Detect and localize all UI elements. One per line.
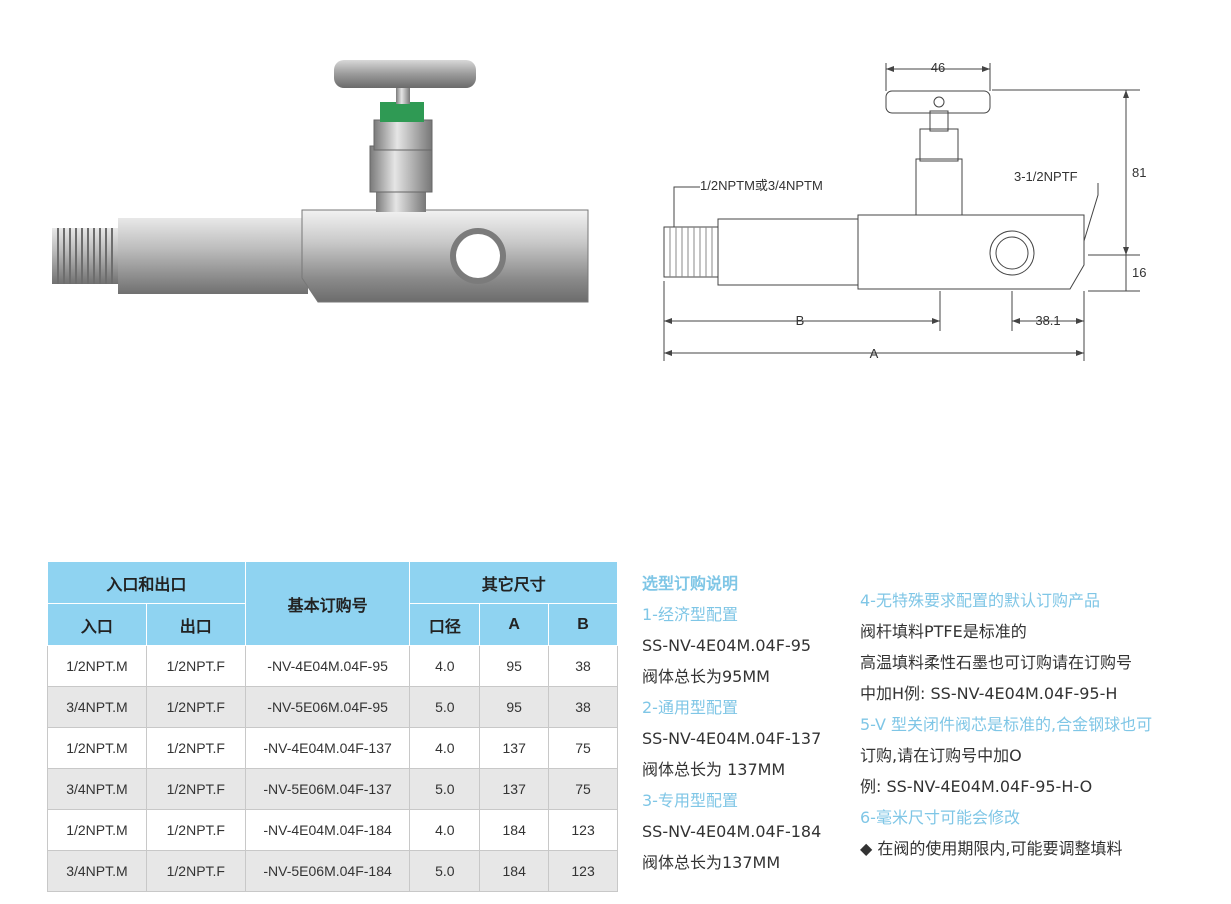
cell-inlet: 3/4NPT.M [47, 768, 147, 810]
note-line: 高温填料柔性石墨也可订购请在订购号 [860, 653, 1133, 672]
cell-order: -NV-4E04M.04F-95 [244, 645, 411, 687]
note-line: 中加H例: SS-NV-4E04M.04F-95-H [860, 684, 1118, 703]
cell-outlet: 1/2NPT.F [145, 809, 246, 851]
note-line: SS-NV-4E04M.04F-137 [642, 729, 822, 748]
cell-a: 137 [479, 768, 550, 810]
dim-38: 38.1 [1035, 313, 1060, 328]
note-line: 订购,请在订购号中加O [860, 746, 1022, 765]
dim-81: 81 [1132, 165, 1146, 180]
cell-bore: 4.0 [409, 809, 481, 851]
cell-order: -NV-5E06M.04F-95 [244, 686, 411, 728]
valve-body [301, 209, 589, 303]
cell-a: 95 [479, 686, 550, 728]
spec-table: 入口和出口 基本订购号 其它尺寸 入口 出口 口径 A B 1/2NPT.M 1… [47, 561, 618, 892]
table-row: 1/2NPT.M 1/2NPT.F -NV-4E04M.04F-184 4.0 … [47, 809, 618, 851]
note-line: 阀体总长为137MM [642, 853, 781, 872]
note-line: 6-毫米尺寸可能会修改 [860, 808, 1020, 827]
cell-outlet: 1/2NPT.F [145, 850, 246, 892]
table-row: 3/4NPT.M 1/2NPT.F -NV-5E06M.04F-95 5.0 9… [47, 686, 618, 728]
col-header-bore: 口径 [409, 603, 481, 646]
valve-tube [118, 218, 308, 294]
dim-46: 46 [931, 60, 945, 75]
cell-order: -NV-4E04M.04F-137 [244, 727, 411, 769]
group-header-order: 基本订购号 [244, 561, 411, 646]
table-row: 3/4NPT.M 1/2NPT.F -NV-5E06M.04F-137 5.0 … [47, 768, 618, 810]
col-header-b: B [548, 603, 618, 646]
cell-inlet: 1/2NPT.M [47, 727, 147, 769]
col-header-in: 入口 [47, 603, 147, 646]
dim-16: 16 [1132, 265, 1146, 280]
note-line: 3-专用型配置 [642, 791, 738, 810]
cell-a: 95 [479, 645, 550, 687]
cell-bore: 4.0 [409, 645, 481, 687]
cell-b: 38 [548, 645, 618, 687]
dim-b: B [796, 313, 805, 328]
cell-a: 184 [479, 850, 550, 892]
cell-outlet: 1/2NPT.F [145, 686, 246, 728]
dim-a: A [870, 346, 879, 361]
cell-order: -NV-4E04M.04F-184 [244, 809, 411, 851]
note-line: 阀体总长为 137MM [642, 760, 786, 779]
cell-b: 123 [548, 809, 618, 851]
thread-end [52, 228, 118, 284]
cell-outlet: 1/2NPT.F [145, 645, 246, 687]
note-line: 1-经济型配置 [642, 605, 738, 624]
group-header-inout: 入口和出口 [47, 561, 246, 604]
cell-b: 123 [548, 850, 618, 892]
table-row: 1/2NPT.M 1/2NPT.F -NV-4E04M.04F-95 4.0 9… [47, 645, 618, 687]
cell-bore: 5.0 [409, 850, 481, 892]
note-line: 4-无特殊要求配置的默认订购产品 [860, 591, 1100, 610]
notes-right: 4-无特殊要求配置的默认订购产品 阀杆填料PTFE是标准的 高温填料柔性石墨也可… [860, 585, 1152, 864]
group-header-other: 其它尺寸 [409, 561, 618, 604]
needle-valve-photo [52, 60, 589, 303]
notes-heading: 选型订购说明 [642, 574, 739, 593]
note-line: ◆ 在阀的使用期限内,可能要调整填料 [860, 839, 1123, 858]
table-row: 1/2NPT.M 1/2NPT.F -NV-4E04M.04F-137 4.0 … [47, 727, 618, 769]
note-line: SS-NV-4E04M.04F-95 [642, 636, 812, 655]
green-seal [380, 102, 424, 122]
cell-outlet: 1/2NPT.F [145, 768, 246, 810]
col-header-a: A [479, 603, 550, 646]
note-line: 5-V 型关闭件阀芯是标准的,合金钢球也可 [860, 715, 1153, 734]
cell-inlet: 3/4NPT.M [47, 686, 147, 728]
cell-inlet: 1/2NPT.M [47, 809, 147, 851]
notes-left: 选型订购说明 1-经济型配置 SS-NV-4E04M.04F-95 阀体总长为9… [642, 568, 821, 878]
cell-bore: 5.0 [409, 768, 481, 810]
note-line: 阀杆填料PTFE是标准的 [860, 622, 1027, 641]
note-line: 阀体总长为95MM [642, 667, 770, 686]
cell-bore: 5.0 [409, 686, 481, 728]
cell-order: -NV-5E06M.04F-137 [244, 768, 411, 810]
cell-inlet: 1/2NPT.M [47, 645, 147, 687]
inlet-label: 1/2NPTM或3/4NPTM [700, 178, 823, 193]
table-row: 3/4NPT.M 1/2NPT.F -NV-5E06M.04F-184 5.0 … [47, 850, 618, 892]
cell-outlet: 1/2NPT.F [145, 727, 246, 769]
cell-inlet: 3/4NPT.M [47, 850, 147, 892]
note-line: 2-通用型配置 [642, 698, 738, 717]
col-header-out: 出口 [145, 603, 246, 646]
outlet-label: 3-1/2NPTF [1014, 169, 1078, 184]
note-line: 例: SS-NV-4E04M.04F-95-H-O [860, 777, 1093, 796]
cell-b: 75 [548, 768, 618, 810]
t-handle [334, 60, 476, 88]
cell-bore: 4.0 [409, 727, 481, 769]
note-line: SS-NV-4E04M.04F-184 [642, 822, 822, 841]
cell-a: 137 [479, 727, 550, 769]
dimension-drawing: 46 81 16 38.1 B A 1/2NPTM或3/4NPTM 3-1/2N… [663, 60, 1146, 361]
cell-b: 75 [548, 727, 618, 769]
cell-a: 184 [479, 809, 550, 851]
cell-order: -NV-5E06M.04F-184 [244, 850, 411, 892]
cell-b: 38 [548, 686, 618, 728]
